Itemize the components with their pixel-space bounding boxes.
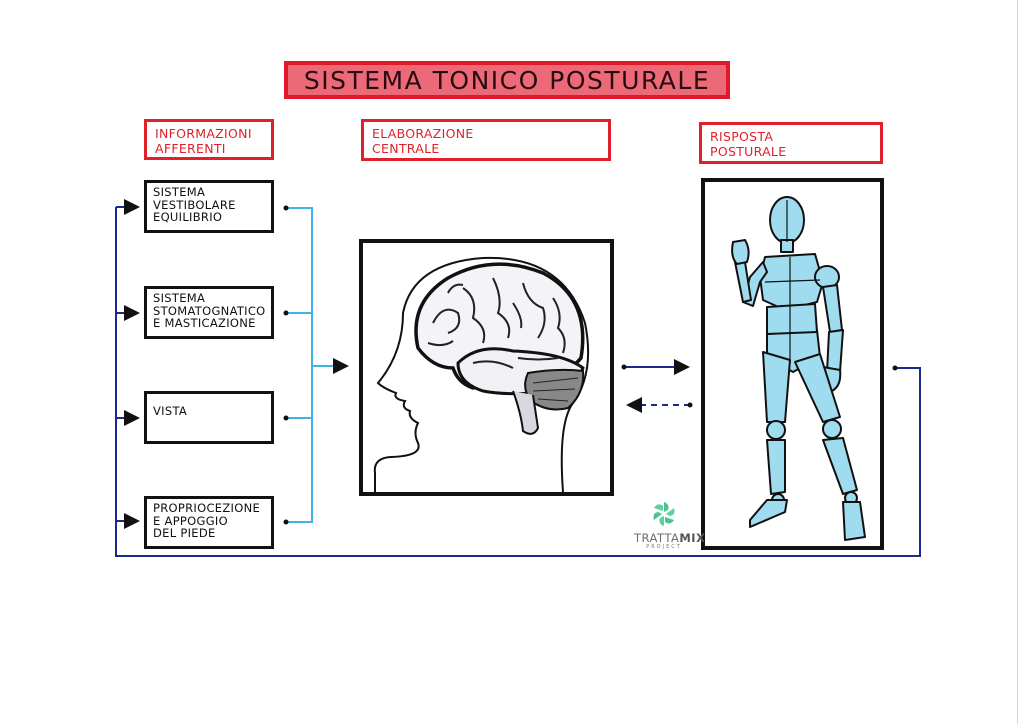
header-afferent-line-2: AFFERENTI [155, 141, 226, 156]
logo-name-bold: MIX [679, 531, 706, 545]
page-edge [1017, 0, 1018, 724]
mannequin-figure-icon [731, 196, 866, 541]
logo-swirl-icon [653, 502, 675, 526]
header-afferent: INFORMAZIONI AFFERENTI [144, 119, 274, 160]
input-line: STOMATOGNATICO [153, 303, 266, 318]
logo-name-light: TRATTA [634, 531, 680, 545]
header-response-line-2: POSTURALE [710, 144, 787, 159]
header-response-line-1: RISPOSTA [710, 129, 774, 144]
feedback-loop-line [115, 199, 921, 557]
output-arrow [621, 359, 690, 375]
title-banner: SISTEMA TONICO POSTURALE [284, 61, 730, 99]
return-dashed-arrow [626, 397, 693, 413]
central-processing-box [359, 239, 614, 496]
input-vision: VISTA [144, 391, 274, 444]
input-line: EQUILIBRIO [153, 210, 223, 224]
input-line: DEL PIEDE [153, 526, 216, 540]
input-line: PROPRIOCEZIONE [153, 501, 261, 515]
header-afferent-line-1: INFORMAZIONI [155, 126, 252, 141]
feedback-origin-dot [892, 365, 898, 371]
input-line: SISTEMA [153, 291, 206, 305]
input-line: VESTIBOLARE [153, 197, 236, 212]
input-origin-dots [283, 205, 289, 525]
header-response: RISPOSTA POSTURALE [699, 122, 883, 164]
input-line: E APPOGGIO [153, 513, 228, 528]
logo-name: TRATTAMIX [634, 531, 705, 545]
trattamix-logo: TRATTAMIX PROJECT [634, 500, 705, 550]
input-line: SISTEMA [153, 185, 206, 199]
header-central: ELABORAZIONE CENTRALE [361, 119, 611, 161]
input-stomatognathic: SISTEMA STOMATOGNATICO E MASTICAZIONE [144, 286, 274, 339]
brain-head-icon [373, 256, 590, 493]
logo-subtitle: PROJECT [646, 544, 682, 550]
postural-response-box [701, 178, 884, 550]
input-vestibular: SISTEMA VESTIBOLARE EQUILIBRIO [144, 180, 274, 233]
input-proprioception: PROPRIOCEZIONE E APPOGGIO DEL PIEDE [144, 496, 274, 549]
header-central-line-1: ELABORAZIONE [372, 126, 474, 141]
input-line: VISTA [153, 404, 188, 418]
input-line: E MASTICAZIONE [153, 316, 256, 330]
header-central-line-2: CENTRALE [372, 141, 440, 156]
page-title: SISTEMA TONICO POSTURALE [303, 65, 711, 95]
input-merge-lines [286, 207, 349, 523]
